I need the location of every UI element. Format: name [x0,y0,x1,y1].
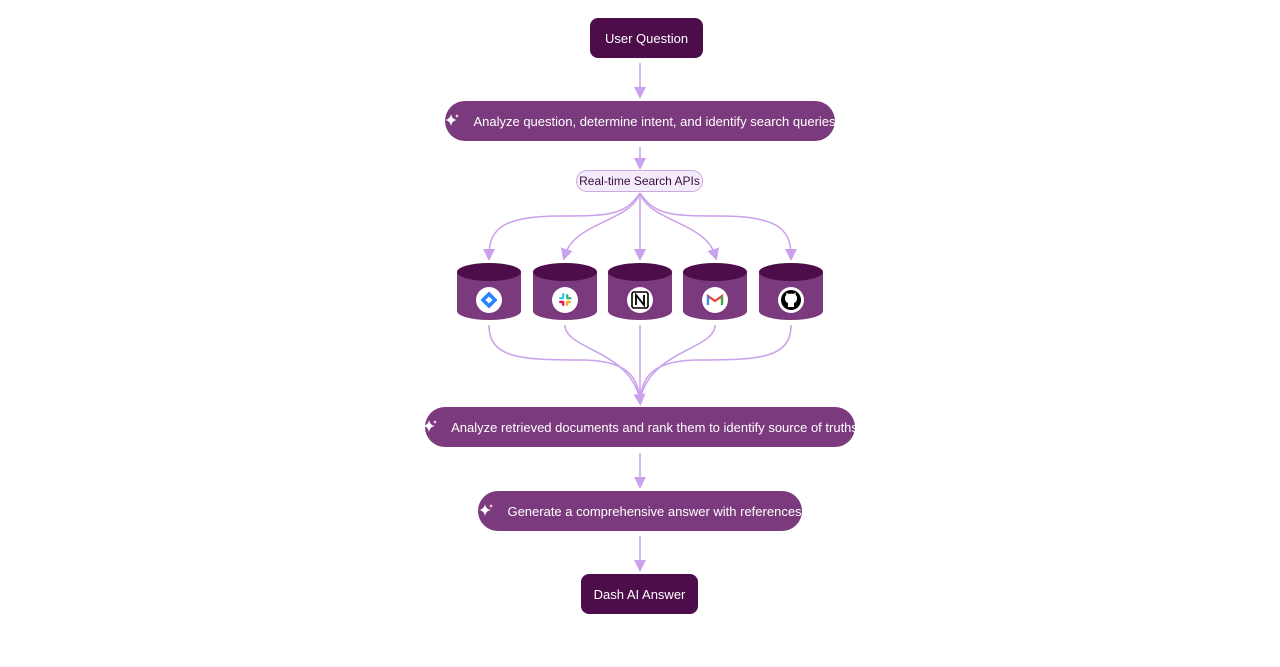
analyze-documents-node: Analyze retrieved documents and rank the… [422,407,858,447]
generate-answer-node: Generate a comprehensive answer with ref… [478,491,802,531]
final-answer-node: Dash AI Answer [581,574,698,614]
generate-answer-label: Generate a comprehensive answer with ref… [507,503,802,519]
sparkle-icon [444,113,460,129]
user-question-label: User Question [604,30,689,46]
arrow-apis-to-jira [483,192,641,261]
database-slack [533,263,597,320]
search-apis-node: Real-time Search APIs [576,170,703,192]
sparkle-icon [478,503,494,519]
notion-icon [627,287,653,313]
gmail-icon [702,287,728,313]
arrow-github-to-rank [639,324,792,401]
user-question-node: User Question [590,18,703,58]
arrow-jira-to-rank [488,324,646,406]
arrow-apis-to-github [639,192,797,261]
sparkle-icon [422,419,438,435]
analyze-question-label: Analyze question, determine intent, and … [473,113,836,129]
final-answer-label: Dash AI Answer [593,586,686,602]
database-github [759,263,823,320]
arrow-slack-to-rank [564,324,641,401]
arrow-apis-to-slack [561,192,641,261]
database-notion [608,263,672,320]
arrow-gmail-to-rank [639,324,716,401]
analyze-documents-label: Analyze retrieved documents and rank the… [451,419,858,435]
arrow-apis-to-gmail [639,192,719,261]
slack-icon [552,287,578,313]
jira-icon [476,287,502,313]
github-icon [778,287,804,313]
database-gmail [683,263,747,320]
database-jira [457,263,521,320]
analyze-question-node: Analyze question, determine intent, and … [444,101,836,141]
search-apis-label: Real-time Search APIs [579,174,700,188]
